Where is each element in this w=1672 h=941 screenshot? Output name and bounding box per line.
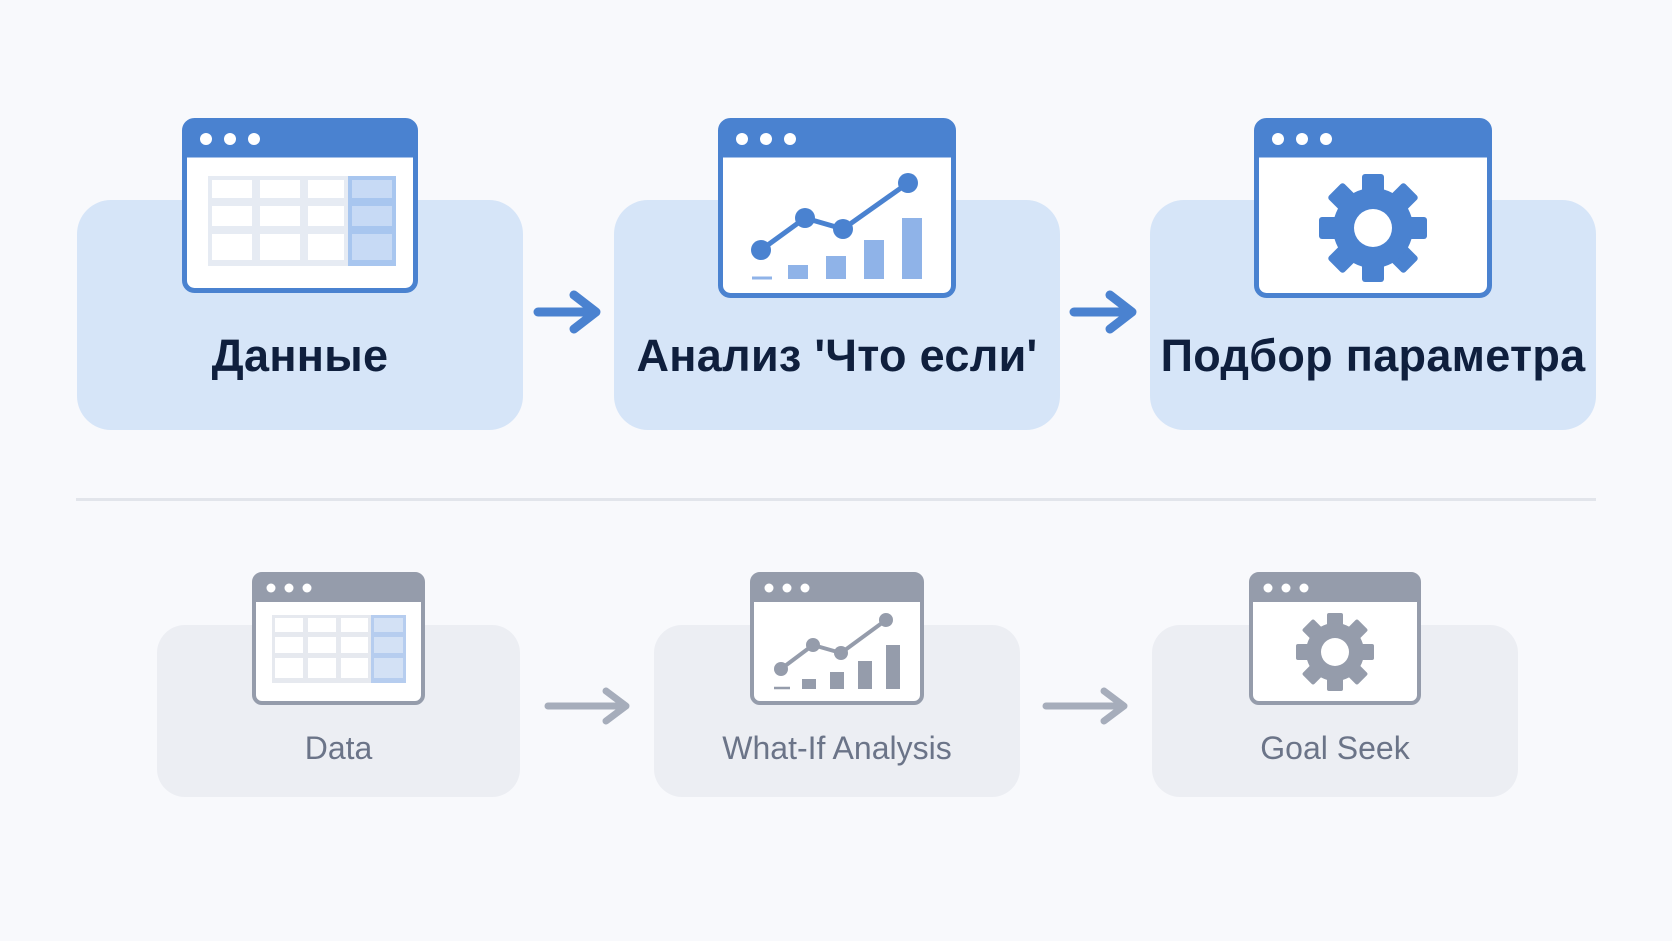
step-label: Анализ 'Что если' — [636, 330, 1038, 381]
line-bar-chart-window-icon — [750, 572, 924, 705]
spreadsheet-window-icon — [182, 118, 418, 293]
step-label: Data — [304, 730, 373, 766]
line-bar-chart-window-icon — [718, 118, 956, 298]
arrow-right-icon — [533, 290, 601, 334]
step-label: Подбор параметра — [1160, 330, 1586, 381]
step-label: Данные — [211, 330, 389, 381]
gear-window-icon — [1254, 118, 1492, 298]
arrow-right-icon — [544, 687, 630, 725]
arrow-right-icon — [1042, 687, 1128, 725]
arrow-right-icon — [1069, 290, 1137, 334]
section-divider — [76, 498, 1596, 501]
step-label: Goal Seek — [1260, 730, 1410, 766]
step-label: What-If Analysis — [722, 730, 952, 766]
spreadsheet-window-icon — [252, 572, 425, 705]
gear-window-icon — [1249, 572, 1421, 705]
